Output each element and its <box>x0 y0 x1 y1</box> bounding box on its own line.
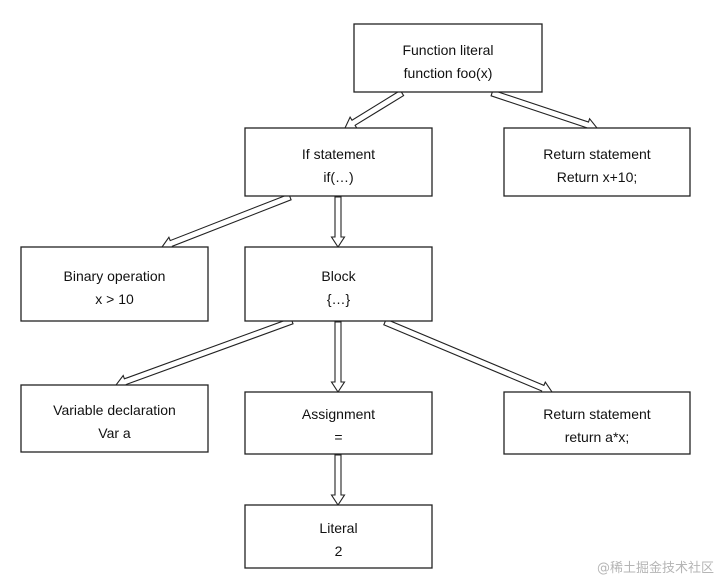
node-block-detail: {…} <box>327 291 351 307</box>
node-function-literal-title: Function literal <box>402 42 493 58</box>
edge-assignment-to-literal-arrow <box>330 454 346 507</box>
node-variable-declaration-title: Variable declaration <box>53 402 176 418</box>
node-function-literal: Function literal function foo(x) <box>353 23 543 93</box>
node-binary-operation: Binary operation x > 10 <box>20 246 209 322</box>
node-if-statement-title: If statement <box>302 146 375 162</box>
edge-if-statement-to-binary-operation-arrow <box>161 193 292 251</box>
watermark: @稀土掘金技术社区 <box>596 561 714 576</box>
node-variable-declaration: Variable declaration Var a <box>20 384 209 453</box>
node-return-statement-1: Return statement Return x+10; <box>503 127 691 197</box>
node-block: Block {…} <box>244 246 433 322</box>
node-return-statement-2-detail: return a*x; <box>565 429 630 445</box>
node-variable-declaration-detail: Var a <box>98 425 131 441</box>
node-block-title: Block <box>321 268 356 284</box>
node-assignment-title: Assignment <box>302 406 375 422</box>
node-return-statement-1-title: Return statement <box>543 146 650 162</box>
node-binary-operation-title: Binary operation <box>64 268 166 284</box>
node-return-statement-2-title: Return statement <box>543 406 650 422</box>
edge-function-literal-to-if-statement-arrow <box>344 89 405 129</box>
node-if-statement-detail: if(…) <box>323 169 353 185</box>
node-literal: Literal 2 <box>244 504 433 569</box>
edge-if-statement-to-block-arrow <box>330 196 346 249</box>
edge-block-to-assignment-arrow <box>330 321 346 394</box>
node-return-statement-1-detail: Return x+10; <box>557 169 638 185</box>
node-return-statement-2: Return statement return a*x; <box>503 391 691 455</box>
edge-block-to-variable-declaration-arrow <box>115 317 294 389</box>
edge-layer <box>115 89 598 507</box>
node-function-literal-detail: function foo(x) <box>404 65 493 81</box>
node-assignment-detail: = <box>334 429 342 445</box>
edge-function-literal-to-return-statement-1-arrow <box>490 89 598 132</box>
node-literal-title: Literal <box>319 520 357 536</box>
node-literal-detail: 2 <box>335 543 343 559</box>
edge-block-to-return-statement-2-arrow <box>383 318 553 395</box>
node-assignment: Assignment = <box>244 391 433 455</box>
node-if-statement: If statement if(…) <box>244 127 433 197</box>
node-binary-operation-detail: x > 10 <box>95 291 134 307</box>
